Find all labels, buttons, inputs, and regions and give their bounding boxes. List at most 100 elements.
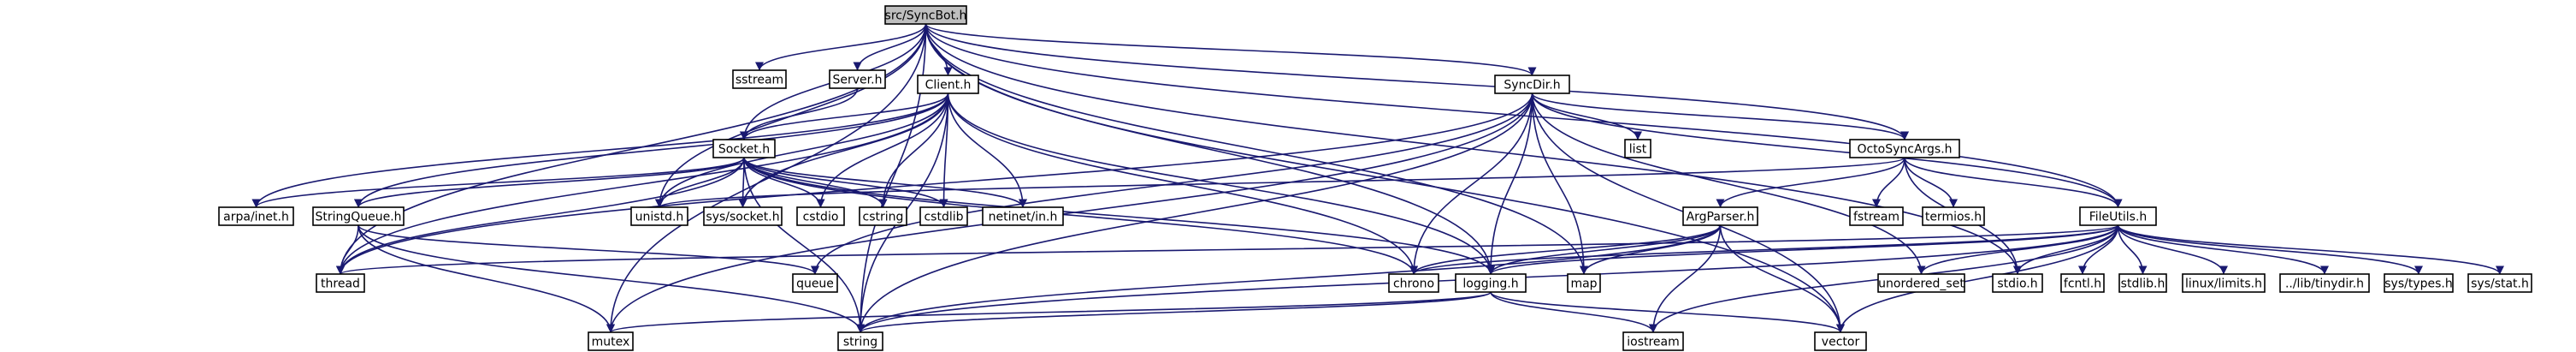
edge-logging-iostream — [1490, 291, 1657, 333]
edge-syncdir-queue — [811, 92, 1533, 275]
node-box-termios — [1922, 206, 1985, 226]
node-label-tinydir: ../lib/tinydir.h — [2285, 277, 2364, 291]
node-box-unorderedset — [1877, 273, 1965, 293]
node-stdlibh: stdlib.h — [2118, 273, 2167, 293]
edge-syncdir-logging — [1486, 92, 1533, 275]
edge-stringqueue-mutex — [357, 224, 615, 333]
edge-syncbot-fileutils — [925, 23, 2123, 208]
node-queue: queue — [792, 273, 838, 293]
node-label-syncdir: SyncDir.h — [1504, 79, 1560, 92]
node-box-map — [1567, 273, 1601, 293]
node-box-mutex — [588, 331, 634, 351]
edge-syncdir-map — [1531, 92, 1588, 275]
node-label-cstdlib: cstdlib — [924, 211, 963, 224]
node-box-server — [829, 69, 886, 89]
node-stringqueue[interactable]: StringQueue.h — [312, 206, 405, 226]
node-label-iostream: iostream — [1627, 336, 1680, 349]
node-octosyncargs[interactable]: OctoSyncArgs.h — [1849, 139, 1960, 158]
node-logging[interactable]: logging.h — [1455, 273, 1527, 293]
node-socket[interactable]: Socket.h — [712, 139, 776, 158]
node-box-argparser — [1682, 206, 1758, 226]
node-box-string — [837, 331, 883, 351]
edge-syncbot-syncdir — [925, 23, 1537, 76]
edge-argparser-chrono — [1409, 224, 1722, 275]
edge-syncdir-list — [1531, 92, 1642, 140]
node-label-syssocket: sys/socket.h — [706, 211, 779, 224]
node-label-list: list — [1629, 143, 1647, 157]
node-sstream: sstream — [732, 69, 787, 89]
edge-socket-cstdlib — [743, 157, 948, 208]
node-label-socket: Socket.h — [718, 143, 770, 157]
node-syncdir[interactable]: SyncDir.h — [1494, 75, 1570, 94]
node-label-queue: queue — [796, 277, 834, 291]
edge-fileutils-tinydir — [2117, 224, 2329, 275]
node-box-fstream — [1849, 206, 1904, 226]
node-box-cstring — [859, 206, 907, 226]
node-unorderedset: unordered_set — [1877, 273, 1965, 293]
node-linuxlimits: linux/limits.h — [2182, 273, 2266, 293]
node-client[interactable]: Client.h — [917, 75, 979, 94]
edge-client-stringqueue — [354, 92, 949, 208]
node-mutex: mutex — [588, 331, 634, 351]
node-box-logging — [1455, 273, 1527, 293]
node-syncbot[interactable]: src/SyncBot.h — [884, 5, 967, 25]
edge-client-thread — [336, 92, 949, 275]
edge-fileutils-vector — [1836, 224, 2119, 333]
edge-syncdir-chrono — [1409, 92, 1533, 275]
edge-octosyncargs-fileutils — [1904, 157, 2123, 208]
node-box-unistd — [630, 206, 688, 226]
node-arpa: arpa/inet.h — [218, 206, 294, 226]
node-label-octosyncargs: OctoSyncArgs.h — [1857, 143, 1952, 157]
node-label-fcntl: fcntl.h — [2064, 277, 2101, 291]
node-box-linuxlimits — [2182, 273, 2266, 293]
edge-fileutils-sysstat — [2117, 224, 2504, 275]
node-label-server: Server.h — [833, 74, 883, 87]
node-label-cstdio: cstdio — [803, 211, 839, 224]
edge-octosyncargs-fstream — [1872, 157, 1905, 208]
node-box-iostream — [1622, 331, 1684, 351]
edge-client-netinet — [947, 92, 1027, 208]
node-label-sysstat: sys/stat.h — [2471, 277, 2529, 291]
node-argparser[interactable]: ArgParser.h — [1682, 206, 1758, 226]
node-fileutils[interactable]: FileUtils.h — [2079, 206, 2157, 226]
node-label-stdioh: stdio.h — [1997, 277, 2037, 291]
node-box-fcntl — [2060, 273, 2105, 293]
node-cstdio: cstdio — [796, 206, 845, 226]
node-box-socket — [712, 139, 776, 158]
node-label-chrono: chrono — [1393, 277, 1434, 291]
node-server[interactable]: Server.h — [829, 69, 886, 89]
node-label-termios: termios.h — [1925, 211, 1982, 224]
node-unistd: unistd.h — [630, 206, 688, 226]
edge-fileutils-fcntl — [2078, 224, 2119, 275]
node-string: string — [837, 331, 883, 351]
node-box-sstream — [732, 69, 787, 89]
node-box-fileutils — [2079, 206, 2157, 226]
node-label-sstream: sstream — [736, 74, 783, 87]
node-box-chrono — [1388, 273, 1439, 293]
node-label-cstring: cstring — [863, 211, 904, 224]
node-box-tinydir — [2279, 273, 2370, 293]
node-syssocket: sys/socket.h — [703, 206, 783, 226]
node-list: list — [1624, 139, 1651, 158]
node-box-systypes — [2384, 273, 2454, 293]
edge-socket-netinet — [743, 157, 1027, 208]
node-label-netinet: netinet/in.h — [989, 211, 1058, 224]
node-label-syncbot: src/SyncBot.h — [885, 9, 967, 23]
edge-client-socket — [740, 92, 949, 140]
node-label-vector: vector — [1822, 336, 1860, 349]
edge-socket-cstdio — [743, 157, 825, 208]
node-box-vector — [1814, 331, 1867, 351]
node-label-mutex: mutex — [592, 336, 630, 349]
node-label-arpa: arpa/inet.h — [223, 211, 289, 224]
node-chrono: chrono — [1388, 273, 1439, 293]
edge-syncbot-vector — [925, 23, 1845, 333]
node-label-systypes: sys/types.h — [2384, 277, 2452, 291]
node-label-fstream: fstream — [1853, 211, 1900, 224]
edge-fileutils-linuxlimits — [2117, 224, 2228, 275]
node-box-stringqueue — [312, 206, 405, 226]
edge-syncdir-unorderedset — [1531, 92, 1926, 275]
node-tinydir: ../lib/tinydir.h — [2279, 273, 2370, 293]
node-label-unorderedset: unordered_set — [1878, 277, 1964, 291]
node-box-list — [1624, 139, 1651, 158]
